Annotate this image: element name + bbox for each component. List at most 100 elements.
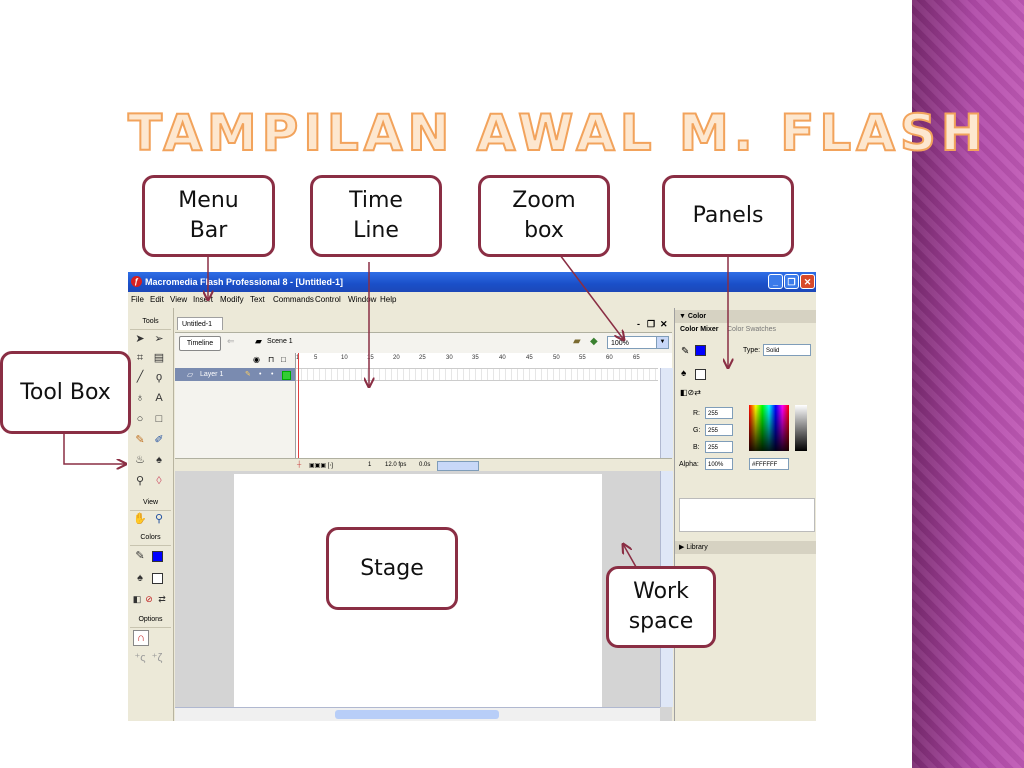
- snap-to-objects-icon[interactable]: ∩: [133, 630, 149, 646]
- timeline-vertical-scrollbar[interactable]: [660, 368, 673, 458]
- outline-icon[interactable]: □: [281, 355, 286, 364]
- gradient-transform-tool-icon[interactable]: ▤: [153, 352, 165, 364]
- green-value: 255: [708, 428, 719, 434]
- scrollbar-thumb[interactable]: [335, 710, 499, 719]
- color-panel-title: Color: [687, 313, 707, 320]
- pen-tool-icon[interactable]: ♁: [135, 392, 145, 404]
- menu-control[interactable]: Control: [315, 295, 341, 304]
- brush-tool-icon[interactable]: ✐: [154, 434, 164, 446]
- timeline: ◉ ⊓ □ ▱ Layer 1 ✎ • • ⊕↗▢ 🗑 1 5 10 15: [175, 353, 673, 472]
- zoom-tool-icon[interactable]: ⚲: [154, 513, 164, 525]
- mixer-color-buttons-icon[interactable]: ◧⊘⇄: [680, 388, 701, 397]
- menu-window[interactable]: Window: [348, 295, 377, 304]
- alpha-field[interactable]: 100%: [705, 458, 733, 470]
- tab-color-mixer[interactable]: Color Mixer: [680, 326, 719, 333]
- paint-bucket-tool-icon[interactable]: ♠: [156, 454, 162, 466]
- mixer-stroke-swatch[interactable]: [695, 345, 706, 356]
- frame-number: 25: [419, 355, 426, 361]
- fill-bucket-icon[interactable]: ♠: [137, 572, 143, 584]
- mixer-fill-swatch[interactable]: [695, 369, 706, 380]
- frame-cells[interactable]: [296, 368, 658, 381]
- swap-colors-icon[interactable]: ⇄: [158, 594, 166, 604]
- free-transform-tool-icon[interactable]: ⌗: [136, 352, 144, 364]
- decorative-side-band: [912, 0, 1024, 768]
- maximize-button[interactable]: ❐: [784, 274, 799, 289]
- red-field[interactable]: 255: [705, 407, 733, 419]
- frame-number: 30: [446, 355, 453, 361]
- lock-dot[interactable]: •: [271, 371, 274, 378]
- menu-view[interactable]: View: [170, 295, 188, 304]
- blue-field[interactable]: 255: [705, 441, 733, 453]
- menu-insert[interactable]: Insert: [193, 295, 214, 304]
- menu-edit[interactable]: Edit: [150, 295, 164, 304]
- red-label: R:: [693, 410, 700, 417]
- green-field[interactable]: 255: [705, 424, 733, 436]
- text-tool-icon[interactable]: A: [155, 392, 163, 404]
- color-panel-header[interactable]: ▼ Color: [675, 310, 816, 323]
- document-tab[interactable]: Untitled-1: [177, 317, 223, 330]
- line-tool-icon[interactable]: ╱: [136, 371, 144, 383]
- smooth-icon[interactable]: ⁺ς: [134, 652, 146, 664]
- selection-tool-icon[interactable]: ➤: [135, 333, 145, 345]
- stroke-color-icon[interactable]: ✎: [135, 550, 145, 562]
- edit-symbols-icon[interactable]: ◆: [590, 336, 598, 347]
- menu-text[interactable]: Text: [250, 295, 265, 304]
- playhead[interactable]: [298, 353, 299, 458]
- eyedropper-tool-icon[interactable]: ⚲: [135, 475, 145, 487]
- frame-number: 20: [393, 355, 400, 361]
- zoom-value: 100%: [611, 340, 629, 347]
- no-color-icon[interactable]: ⊘: [145, 594, 153, 604]
- zoom-box[interactable]: 100% ▼: [607, 336, 669, 349]
- tab-color-swatches[interactable]: Color Swatches: [727, 326, 777, 333]
- frame-number: 50: [553, 355, 560, 361]
- chevron-down-icon[interactable]: ▼: [656, 337, 668, 348]
- layer-row[interactable]: ▱ Layer 1 ✎ • •: [175, 368, 295, 381]
- pencil-tool-icon[interactable]: ✎: [135, 434, 145, 446]
- oval-tool-icon[interactable]: ○: [136, 413, 144, 425]
- library-panel-header[interactable]: ▶ Library: [675, 541, 816, 554]
- stroke-pencil-icon: ✎: [681, 346, 690, 357]
- timeline-horizontal-scrollbar[interactable]: [437, 461, 479, 471]
- hand-tool-icon[interactable]: ✋: [133, 513, 147, 525]
- stage-horizontal-scrollbar[interactable]: [175, 707, 660, 721]
- onion-skin-icons[interactable]: ▣▣▣ [⋅]: [309, 463, 333, 469]
- menu-file[interactable]: File: [131, 295, 144, 304]
- frame-number: 60: [606, 355, 613, 361]
- frame-rate: 12.0 fps: [385, 462, 407, 468]
- visibility-dot[interactable]: •: [259, 371, 262, 378]
- edit-scene-icon[interactable]: ▰: [573, 336, 581, 347]
- lasso-tool-icon[interactable]: ϙ: [155, 371, 163, 383]
- menu-commands[interactable]: Commands: [273, 295, 314, 304]
- frame-number: 40: [499, 355, 506, 361]
- fill-swatch-white[interactable]: [152, 573, 163, 584]
- eraser-tool-icon[interactable]: ◊: [156, 475, 162, 487]
- close-button[interactable]: ✕: [800, 274, 815, 289]
- hex-field[interactable]: #FFFFFF: [749, 458, 789, 470]
- blue-label: B:: [693, 444, 700, 451]
- doc-restore-icon[interactable]: ❐: [647, 319, 656, 329]
- menu-modify[interactable]: Modify: [220, 295, 244, 304]
- rectangle-tool-icon[interactable]: □: [155, 413, 163, 425]
- fill-color-swatch[interactable]: [152, 551, 163, 562]
- edit-bar: Timeline ⇐ ▰ Scene 1 ▰ ◆ 100% ▼: [175, 332, 672, 354]
- eye-icon[interactable]: ◉: [253, 355, 260, 364]
- minimize-button[interactable]: _: [768, 274, 783, 289]
- callout-time-line: Time Line: [310, 175, 442, 257]
- timeline-toggle-button[interactable]: Timeline: [179, 336, 221, 351]
- straighten-icon[interactable]: ⁺ζ: [151, 652, 163, 664]
- type-select[interactable]: Solid: [763, 344, 811, 356]
- color-spectrum[interactable]: [749, 405, 789, 451]
- default-colors-icon[interactable]: ◧: [132, 594, 142, 604]
- center-frame-icon[interactable]: ┼: [297, 462, 302, 468]
- doc-close-icon[interactable]: ✕: [660, 319, 668, 329]
- frame-number: 35: [472, 355, 479, 361]
- type-value: Solid: [766, 348, 780, 354]
- doc-minimize-icon[interactable]: -: [637, 319, 640, 329]
- back-arrow-icon[interactable]: ⇐: [227, 336, 235, 346]
- subselection-tool-icon[interactable]: ➢: [154, 333, 164, 345]
- brightness-slider[interactable]: [795, 405, 807, 451]
- lock-icon[interactable]: ⊓: [268, 355, 275, 364]
- menu-help[interactable]: Help: [380, 295, 397, 304]
- ink-bottle-tool-icon[interactable]: ♨: [135, 454, 145, 466]
- outline-color-box[interactable]: [282, 371, 291, 380]
